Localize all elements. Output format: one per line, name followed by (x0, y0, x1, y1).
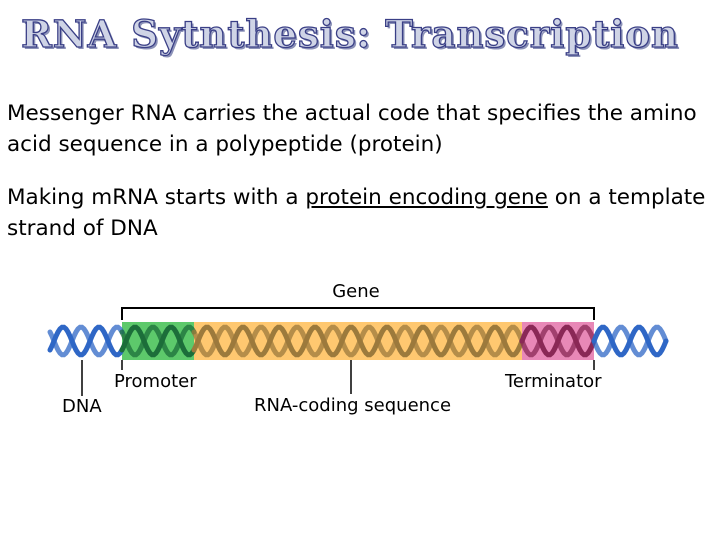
dna-label: DNA (62, 396, 102, 417)
coding-strand-b (191, 324, 525, 358)
gene-bracket (121, 307, 595, 320)
rna-coding-sequence-label: RNA-coding sequence (254, 395, 451, 416)
paragraph-text-end: on a template strand of DNA (7, 185, 706, 241)
protein-encoding-gene-link: protein encoding gene (305, 185, 548, 210)
dna-strand-left-b (47, 324, 125, 358)
slide-title: RNA Sytnthesis: Transcription (20, 11, 679, 56)
promoter-strand-a (119, 324, 197, 358)
paragraph-mrna-code: Messenger RNA carries the actual code th… (7, 101, 697, 157)
terminator-label: Terminator (504, 371, 602, 392)
paragraph-making-mrna: Making mRNA starts with a protein encodi… (7, 182, 722, 244)
dna-strand-left-a (47, 324, 125, 358)
promoter-strand-b (119, 324, 197, 358)
gene-structure-diagram: Gene Promoter Terminator DNA RNA-coding … (47, 281, 669, 417)
terminator-strand-b (519, 324, 597, 358)
paragraph-text-start: Making mRNA starts with a (7, 185, 306, 210)
gene-label: Gene (332, 281, 380, 302)
dna-strand-right-b (591, 324, 669, 358)
promoter-label: Promoter (114, 371, 197, 392)
